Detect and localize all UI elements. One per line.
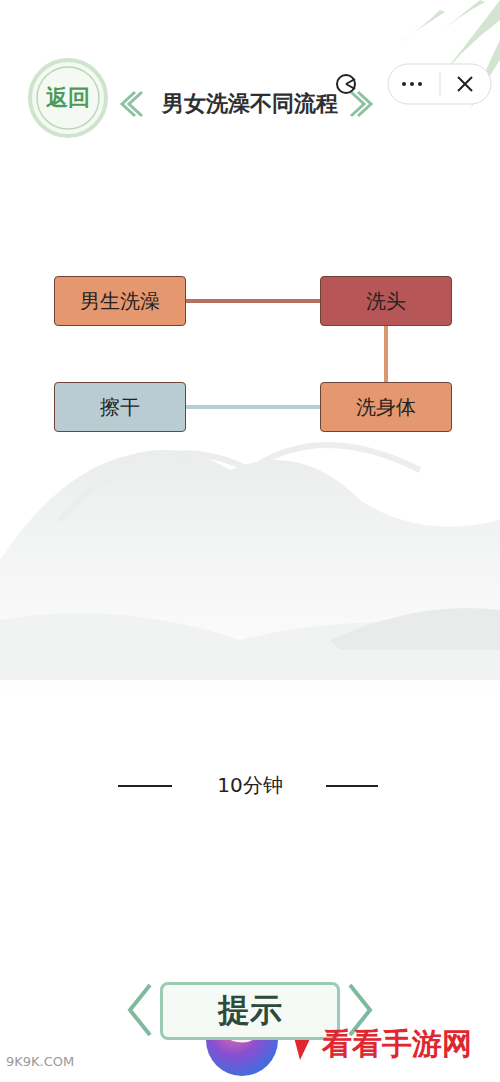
timer-label: 10分钟 (217, 772, 282, 799)
connector (186, 301, 320, 302)
connector (186, 407, 320, 408)
process-box: 男生洗澡 (54, 276, 186, 326)
node-text: 返回 (46, 83, 90, 113)
connector (386, 326, 387, 382)
watermark: 看看手游网 (322, 1024, 472, 1065)
node-text: 洗身体 (356, 394, 416, 421)
process-box: 洗身体 (320, 382, 452, 432)
hint-button: 提示 (160, 982, 340, 1040)
node-text: 洗头 (366, 288, 406, 315)
process-box: 擦干 (54, 382, 186, 432)
process-box: 洗头 (320, 276, 452, 326)
node-text: 提示 (218, 989, 282, 1033)
node-text: 男生洗澡 (80, 288, 160, 315)
node-text: 擦干 (100, 394, 140, 421)
back-button: 返回 (33, 63, 103, 133)
watermark: 9K9K.COM (6, 1054, 74, 1069)
